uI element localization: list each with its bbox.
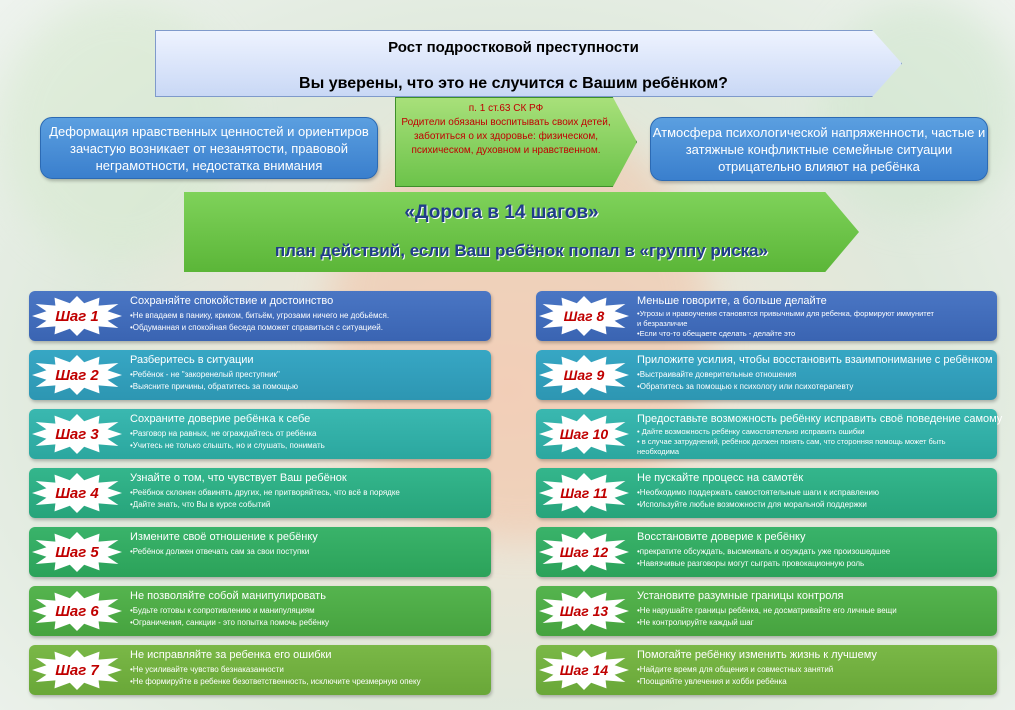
step-card: Шаг 5 Измените своё отношение к ребёнку •Р… bbox=[29, 527, 491, 577]
step-bullet: •Ребёнок должен отвечать сам за свои пос… bbox=[130, 547, 310, 556]
step-badge: Шаг 6 bbox=[32, 591, 122, 631]
step-bullet: •Ограничения, санкции - это попытка помо… bbox=[130, 618, 329, 627]
step-bullet: • в случае затруднений, ребёнок должен п… bbox=[637, 437, 946, 446]
step-title: Сохраняйте спокойствие и достоинство bbox=[130, 295, 334, 307]
step-bullet: •Не контролируйте каждый шаг bbox=[637, 618, 754, 627]
step-bullet: •Не усиливайте чувство безнаказанности bbox=[130, 665, 284, 674]
step-title: Узнайте о том, что чувствует Ваш ребёнок bbox=[130, 472, 347, 484]
page-title: Рост подростковой преступности bbox=[388, 39, 639, 56]
info-left-text: Деформация нравственных ценностей и орие… bbox=[49, 123, 369, 173]
step-card: Шаг 1 Сохраняйте спокойствие и достоинств… bbox=[29, 291, 491, 341]
step-bullet: необходима bbox=[637, 447, 680, 456]
step-title: Измените своё отношение к ребёнку bbox=[130, 531, 318, 543]
step-bullet: •Дайте знать, что Вы в курсе событий bbox=[130, 500, 271, 509]
step-title: Не пускайте процесс на самотёк bbox=[637, 472, 804, 484]
law-reference: п. 1 ст.63 СК РФ bbox=[468, 103, 544, 114]
step-bullet: •Не впадаем в панику, криком, битьём, уг… bbox=[130, 311, 390, 320]
step-card: Шаг 8 Меньше говорите, а больше делайте •У… bbox=[536, 291, 997, 341]
step-title: Установите разумные границы контроля bbox=[637, 590, 844, 602]
step-badge: Шаг 7 bbox=[32, 650, 122, 690]
page-subtitle: Вы уверены, что это не случится с Вашим … bbox=[299, 75, 728, 92]
step-card: Шаг 11 Не пускайте процесс на самотёк •Нео… bbox=[536, 468, 997, 518]
step-badge: Шаг 13 bbox=[539, 591, 629, 631]
step-card: Шаг 7 Не исправляйте за ребенка его ошибк… bbox=[29, 645, 491, 695]
step-title: Меньше говорите, а больше делайте bbox=[637, 295, 827, 307]
step-bullet: •Навязчивые разговоры могут сыграть пров… bbox=[637, 559, 865, 568]
law-arrow: п. 1 ст.63 СК РФ Родители обязаны воспит… bbox=[395, 97, 637, 187]
road-banner: «Дорога в 14 шагов» план действий, если … bbox=[184, 192, 859, 272]
header-banner: Рост подростковой преступности Вы уверен… bbox=[155, 30, 902, 97]
step-badge: Шаг 11 bbox=[539, 473, 629, 513]
step-title: Восстановите доверие к ребёнку bbox=[637, 531, 806, 543]
step-card: Шаг 3 Сохраните доверие ребёнка к себе •Ра… bbox=[29, 409, 491, 459]
step-card: Шаг 4 Узнайте о том, что чувствует Ваш ре… bbox=[29, 468, 491, 518]
road-title: «Дорога в 14 шагов» bbox=[404, 202, 599, 223]
step-badge: Шаг 8 bbox=[539, 296, 629, 336]
step-bullet: •Выстраивайте доверительные отношения bbox=[637, 370, 797, 379]
step-bullet: •Реёбнок склонен обвинять других, не при… bbox=[130, 488, 400, 497]
step-card: Шаг 14 Помогайте ребёнку изменить жизнь к… bbox=[536, 645, 997, 695]
step-title: Не исправляйте за ребенка его ошибки bbox=[130, 649, 332, 661]
step-bullet: •Не формируйте в ребенке безответственно… bbox=[130, 677, 421, 686]
step-title: Предоставьте возможность ребёнку исправи… bbox=[637, 413, 1003, 425]
step-bullet: •Необходимо поддержать самостоятельные ш… bbox=[637, 488, 879, 497]
step-title: Помогайте ребёнку изменить жизнь к лучше… bbox=[637, 649, 877, 661]
law-text: Родители обязаны воспитывать своих детей… bbox=[401, 117, 611, 156]
step-bullet: •Обдуманная и спокойная беседа поможет с… bbox=[130, 323, 383, 332]
step-bullet: •Ребёнок - не "закоренелый преступник" bbox=[130, 370, 280, 379]
step-bullet: •Угрозы и нравоучения становятся привычн… bbox=[637, 309, 934, 318]
step-title: Сохраните доверие ребёнка к себе bbox=[130, 413, 311, 425]
road-subtitle: план действий, если Ваш ребёнок попал в … bbox=[274, 241, 769, 260]
step-card: Шаг 12 Восстановите доверие к ребёнку •пре… bbox=[536, 527, 997, 577]
step-bullet: •Используйте любые возможности для морал… bbox=[637, 500, 867, 509]
step-bullet: •Выясните причины, обратитесь за помощью bbox=[130, 382, 298, 391]
step-card: Шаг 9 Приложите усилия, чтобы восстановит… bbox=[536, 350, 997, 400]
step-badge: Шаг 12 bbox=[539, 532, 629, 572]
step-bullet: •прекратите обсуждать, высмеивать и осуж… bbox=[637, 547, 891, 556]
step-bullet: •Поощряйте увлечения и хобби ребёнка bbox=[637, 677, 787, 686]
step-badge: Шаг 1 bbox=[32, 296, 122, 336]
step-title: Разберитесь в ситуации bbox=[130, 354, 254, 366]
step-card: Шаг 2 Разберитесь в ситуации •Ребёнок - не… bbox=[29, 350, 491, 400]
info-box-left: Деформация нравственных ценностей и орие… bbox=[40, 117, 378, 179]
step-bullet: •Обратитесь за помощью к психологу или п… bbox=[637, 382, 854, 391]
step-bullet: •Будьте готовы к сопротивлению и манипул… bbox=[130, 606, 315, 615]
step-bullet: •Найдите время для общения и совместных … bbox=[637, 665, 834, 674]
step-card: Шаг 13 Установите разумные границы контро… bbox=[536, 586, 997, 636]
step-badge: Шаг 10 bbox=[539, 414, 629, 454]
step-bullet: •Учитесь не только слышть, но и слушать,… bbox=[130, 441, 325, 450]
step-badge: Шаг 5 bbox=[32, 532, 122, 572]
step-bullet: •Если что-то обещаете сделать - делайте … bbox=[637, 329, 796, 338]
step-bullet: и безразличие bbox=[637, 319, 688, 328]
step-badge: Шаг 2 bbox=[32, 355, 122, 395]
step-badge: Шаг 9 bbox=[539, 355, 629, 395]
info-right-text: Атмосфера психологической напряженности,… bbox=[652, 124, 986, 174]
step-bullet: •Не нарушайте границы ребёнка, не досмат… bbox=[637, 606, 897, 615]
step-badge: Шаг 4 bbox=[32, 473, 122, 513]
info-box-right: Атмосфера психологической напряженности,… bbox=[650, 117, 988, 181]
step-badge: Шаг 14 bbox=[539, 650, 629, 690]
step-card: Шаг 6 Не позволяйте собой манипулировать •… bbox=[29, 586, 491, 636]
step-card: Шаг 10 Предоставьте возможность ребёнку и… bbox=[536, 409, 1002, 459]
step-title: Приложите усилия, чтобы восстановить вза… bbox=[637, 354, 993, 366]
step-bullet: •Разговор на равных, не ограждайтесь от … bbox=[130, 429, 317, 438]
step-badge: Шаг 3 bbox=[32, 414, 122, 454]
step-title: Не позволяйте собой манипулировать bbox=[130, 590, 326, 602]
step-bullet: • Дайте возможность ребёнку самостоятель… bbox=[637, 427, 865, 436]
